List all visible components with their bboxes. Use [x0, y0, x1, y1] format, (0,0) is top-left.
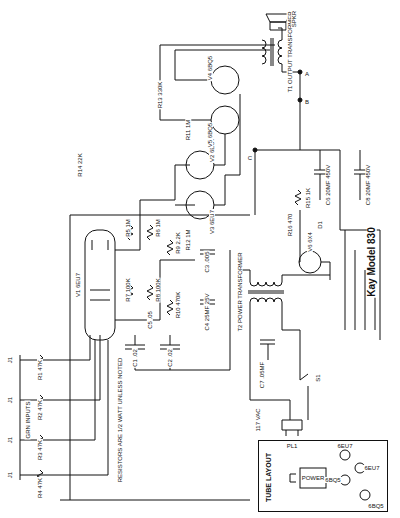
tube-v4: [211, 66, 239, 94]
resistor-label: R1 47K: [37, 359, 43, 381]
capacitor-label: C3 .005: [204, 250, 210, 273]
resistor-label: R5 1M: [125, 218, 131, 238]
layout-socket: [360, 490, 370, 500]
output-wires: [160, 45, 275, 205]
output-transformer: [262, 38, 282, 66]
rectifier-tube: [299, 251, 321, 273]
transformer-label: T2 POWER TRANSFORMER: [237, 251, 243, 332]
tube-label: V4 6BQ5: [207, 55, 213, 81]
note-text: GRN INPUTS: [25, 400, 31, 439]
tube-label: V6 6X4: [307, 231, 313, 253]
resistor-label: R11 1M: [185, 119, 191, 142]
box-heading: TUBE LAYOUT: [266, 451, 273, 502]
plug-label: PL1: [286, 443, 299, 449]
resistor-label: R6 1M: [155, 218, 161, 238]
resistor-label: R3 47K: [37, 439, 43, 461]
line-cap: [260, 340, 275, 360]
diagram-title: Kay Model 830: [367, 226, 377, 297]
speaker-label: SPKR: [291, 10, 297, 28]
input-wires: [20, 355, 60, 480]
resistor-label: R9 2.2K: [175, 231, 181, 255]
capacitor-label: C4 25MF 25V: [204, 292, 210, 331]
grid-wires: [60, 335, 108, 475]
terminal-label: C: [247, 155, 253, 161]
jack-label: J1: [7, 471, 13, 479]
resistor-network: [127, 225, 173, 315]
tube-v5: [211, 106, 239, 134]
capacitor-label: C5 .05: [147, 310, 153, 330]
tube-label: V3 6EU7: [209, 209, 215, 235]
plug-symbol: [282, 420, 302, 436]
layout-transformer: [300, 468, 326, 488]
layout-transformer: [290, 474, 296, 482]
filter-caps: [314, 170, 366, 174]
note-text: RESISTORS ARE 1/2 WATT UNLESS NOTED: [117, 357, 123, 483]
tube-label: 6EU7: [363, 465, 380, 471]
layout-socket: [340, 450, 350, 460]
tube-label: V5 6BQ5: [207, 122, 213, 148]
tube-v1: [85, 230, 115, 340]
capacitor-label: C7 .05MF: [259, 361, 265, 389]
resistor-label: R10 470K: [175, 291, 181, 320]
capacitor-label: C2 .02: [167, 348, 173, 368]
note-text: D1: [317, 220, 323, 230]
terminal-label: B: [304, 99, 310, 105]
terminal-label: A: [304, 71, 310, 77]
driver-wires: [175, 165, 225, 205]
resistor-label: R7 100K: [125, 277, 131, 302]
jack-label: J1: [7, 436, 13, 444]
resistor-label: R16 470: [287, 213, 293, 238]
switch-label: S1: [315, 373, 321, 382]
bus-wires: [60, 215, 250, 500]
note-text: POWER: [301, 475, 326, 481]
jack-label: J1: [7, 396, 13, 404]
resistor-label: R2 47K: [37, 399, 43, 421]
tube-elements: [90, 240, 110, 300]
resistor-label: R13 330K: [157, 81, 163, 110]
capacitor-label: C1 .02: [132, 348, 138, 368]
tube-label: V1 6EU7: [75, 272, 81, 298]
resistor-label: R14 22K: [77, 152, 83, 177]
transformer-wires: [240, 270, 330, 330]
power-transformer: [248, 282, 284, 302]
resistor-label: R15 1K: [305, 187, 311, 209]
resistor-label: R4 47K: [37, 477, 43, 499]
tube-label: 6EU7: [336, 443, 353, 449]
tube-label: 6BQ5: [367, 503, 384, 509]
capacitor-label: C8 20MF 450V: [365, 164, 371, 206]
jack-label: J1: [7, 356, 13, 364]
capacitor-label: C6 20MF 450V: [325, 164, 331, 206]
plate-wires: [115, 200, 195, 320]
supply-resistor: [295, 190, 301, 250]
tone-wires: [135, 250, 230, 370]
resistor-label: R12 1M: [185, 228, 191, 251]
resistor-label: R8 100K: [155, 277, 161, 302]
note-text: 117 VAC: [255, 407, 261, 432]
tube-label: 6BQ5: [324, 477, 341, 483]
capacitor-symbols: [125, 250, 215, 349]
input-resistors: [37, 355, 43, 485]
